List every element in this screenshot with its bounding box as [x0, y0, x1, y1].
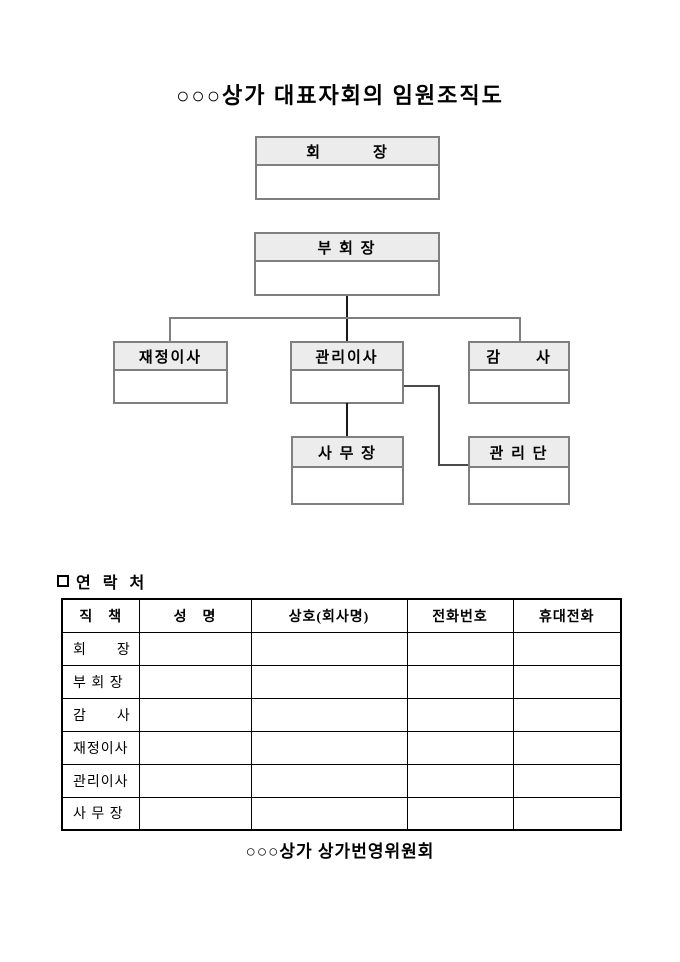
- contacts-table: 직 책 성 명 상호(회사명) 전화번호 휴대전화 회 장 부 회 장: [61, 598, 622, 831]
- column-header-name: 성 명: [138, 598, 252, 633]
- contacts-section-title: 연 락 처: [76, 575, 149, 592]
- org-box-management-director-title: 관리이사: [292, 343, 402, 371]
- column-header-company: 상호(회사명): [250, 598, 408, 633]
- connector-line: [346, 296, 348, 318]
- org-box-office-manager: 사 무 장: [291, 436, 404, 505]
- org-box-finance-director-title: 재정이사: [115, 343, 226, 371]
- contact-name-cell[interactable]: [138, 796, 252, 831]
- org-box-finance-director: 재정이사: [113, 341, 228, 404]
- contact-name-cell[interactable]: [138, 730, 252, 765]
- column-header-mobile: 휴대전화: [512, 598, 622, 633]
- contact-name-cell[interactable]: [138, 631, 252, 666]
- org-box-auditor-title: 감 사: [470, 343, 568, 371]
- contact-company-cell[interactable]: [250, 697, 408, 732]
- org-box-office-manager-name-field[interactable]: [293, 468, 402, 503]
- contact-company-cell[interactable]: [250, 664, 408, 699]
- connector-line: [169, 319, 171, 341]
- organization-name: ○○○상가 상가번영위원회: [245, 842, 435, 861]
- contact-name-cell[interactable]: [138, 697, 252, 732]
- table-row: 사 무 장: [61, 796, 622, 831]
- org-box-finance-director-name-field[interactable]: [115, 371, 226, 402]
- contact-phone-cell[interactable]: [406, 631, 514, 666]
- contact-position: 감 사: [61, 697, 140, 732]
- contact-mobile-cell[interactable]: [512, 730, 622, 765]
- org-box-vice-chairman-title: 부 회 장: [256, 234, 438, 262]
- org-box-chairman-name-field[interactable]: [257, 166, 438, 198]
- contact-company-cell[interactable]: [250, 730, 408, 765]
- org-box-management-director: 관리이사: [290, 341, 404, 404]
- contact-company-cell[interactable]: [250, 763, 408, 798]
- table-row: 관리이사: [61, 763, 622, 798]
- org-box-chairman: 회 장: [255, 136, 440, 200]
- connector-line: [438, 464, 468, 466]
- org-box-auditor-name-field[interactable]: [470, 371, 568, 402]
- contact-mobile-cell[interactable]: [512, 697, 622, 732]
- contact-name-cell[interactable]: [138, 664, 252, 699]
- org-box-chairman-title: 회 장: [257, 138, 438, 166]
- contact-phone-cell[interactable]: [406, 664, 514, 699]
- contact-mobile-cell[interactable]: [512, 763, 622, 798]
- contact-phone-cell[interactable]: [406, 730, 514, 765]
- column-header-phone: 전화번호: [406, 598, 514, 633]
- contact-mobile-cell[interactable]: [512, 631, 622, 666]
- org-box-auditor: 감 사: [468, 341, 570, 404]
- org-box-office-manager-title: 사 무 장: [293, 438, 402, 468]
- square-bullet-icon: [57, 575, 69, 587]
- connector-line: [519, 319, 521, 341]
- page-title: ○○○상가 대표자회의 임원조직도: [176, 83, 504, 108]
- contact-position: 재정이사: [61, 730, 140, 765]
- connector-line: [346, 319, 348, 341]
- org-box-management-group-title: 관 리 단: [470, 438, 568, 468]
- connector-line: [404, 385, 440, 387]
- table-header-row: 직 책 성 명 상호(회사명) 전화번호 휴대전화: [61, 598, 622, 633]
- org-box-management-group: 관 리 단: [468, 436, 570, 505]
- table-row: 재정이사: [61, 730, 622, 765]
- contact-name-cell[interactable]: [138, 763, 252, 798]
- contacts-section-header: 연 락 처: [57, 569, 148, 593]
- org-box-vice-chairman-name-field[interactable]: [256, 262, 438, 294]
- connector-line: [169, 317, 521, 319]
- contact-position: 사 무 장: [61, 796, 140, 831]
- contact-company-cell[interactable]: [250, 631, 408, 666]
- org-box-management-group-name-field[interactable]: [470, 468, 568, 503]
- contact-mobile-cell[interactable]: [512, 796, 622, 831]
- contact-position: 회 장: [61, 631, 140, 666]
- contact-phone-cell[interactable]: [406, 796, 514, 831]
- connector-line: [346, 403, 348, 436]
- contact-position: 관리이사: [61, 763, 140, 798]
- table-row: 회 장: [61, 631, 622, 666]
- contact-phone-cell[interactable]: [406, 697, 514, 732]
- org-box-management-director-name-field[interactable]: [292, 371, 402, 402]
- org-box-vice-chairman: 부 회 장: [254, 232, 440, 296]
- connector-line: [438, 385, 440, 466]
- column-header-position: 직 책: [61, 598, 140, 633]
- table-row: 감 사: [61, 697, 622, 732]
- contact-company-cell[interactable]: [250, 796, 408, 831]
- contact-position: 부 회 장: [61, 664, 140, 699]
- contact-phone-cell[interactable]: [406, 763, 514, 798]
- contact-mobile-cell[interactable]: [512, 664, 622, 699]
- table-row: 부 회 장: [61, 664, 622, 699]
